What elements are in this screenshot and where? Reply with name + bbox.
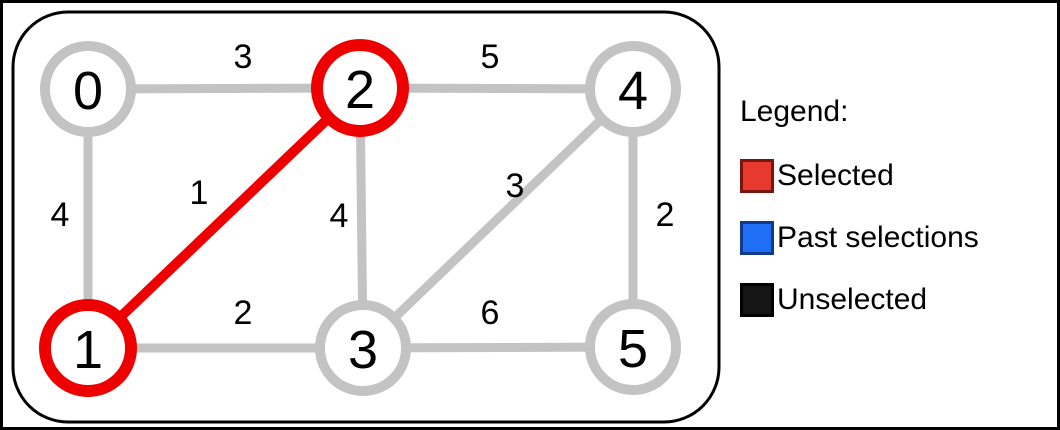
graph-svg: 3 5 4 1 4 3 2 2 6 0 1 2 3 4 5 — [11, 10, 721, 424]
node-2[interactable] — [311, 39, 409, 137]
edge-3-4[interactable] — [358, 84, 638, 353]
edge-weight-1-3: 2 — [234, 294, 253, 332]
legend-item-label: Unselected — [777, 283, 928, 316]
selected-swatch-icon — [740, 159, 774, 193]
node-label-1: 1 — [73, 320, 103, 380]
legend-item-unselected: Unselected — [740, 283, 979, 317]
legend-item-label: Selected — [777, 159, 894, 192]
edge-weight-1-2: 1 — [190, 174, 209, 212]
legend-title: Legend: — [740, 95, 849, 128]
edge-weight-3-4: 3 — [506, 167, 525, 205]
node-label-0: 0 — [73, 61, 103, 121]
legend: Legend: Selected Past selections Unselec… — [740, 95, 979, 345]
node-1[interactable] — [39, 299, 137, 397]
node-0[interactable] — [40, 41, 136, 137]
edge-weight-3-5: 6 — [481, 294, 500, 332]
legend-item-past-selections: Past selections — [740, 221, 979, 255]
unselected-swatch-icon — [740, 283, 774, 317]
legend-item-selected: Selected — [740, 159, 979, 193]
node-4[interactable] — [585, 41, 681, 137]
node-3[interactable] — [315, 300, 411, 396]
edge-weight-2-3: 4 — [330, 197, 349, 235]
edge-weight-0-1: 4 — [51, 196, 70, 234]
edge-weight-4-5: 2 — [656, 196, 675, 234]
edge-weight-0-2: 3 — [234, 38, 253, 76]
edge-1-2[interactable] — [83, 83, 365, 353]
node-label-2: 2 — [345, 60, 375, 120]
past-selections-swatch-icon — [740, 221, 774, 255]
graph-container — [11, 10, 721, 424]
legend-item-label: Past selections — [777, 221, 979, 254]
edge-weight-2-4: 5 — [481, 38, 500, 76]
node-label-4: 4 — [618, 61, 648, 121]
node-label-3: 3 — [348, 320, 378, 380]
node-label-5: 5 — [618, 319, 648, 379]
node-5[interactable] — [585, 299, 681, 395]
